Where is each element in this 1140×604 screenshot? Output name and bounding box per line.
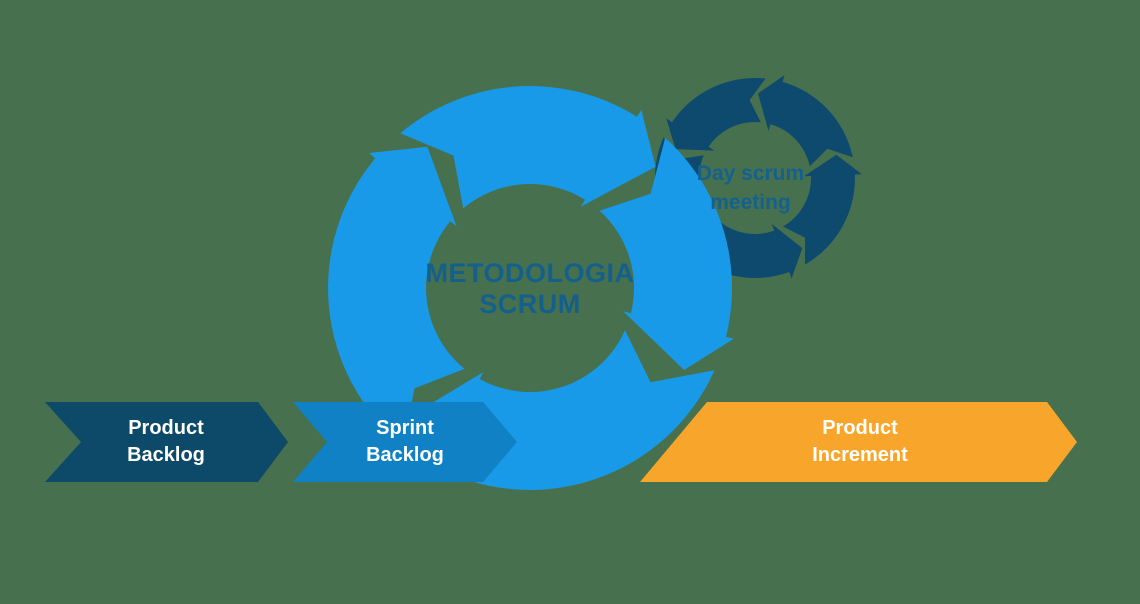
arrow-segment <box>758 75 853 167</box>
arrow-segment <box>783 154 862 265</box>
main-cycle-title: METODOLOGIA SCRUM <box>405 252 655 326</box>
text-line: Product <box>128 417 204 439</box>
main-cycle-arrows <box>328 86 734 490</box>
text-line: METODOLOGIA <box>425 258 635 288</box>
product-backlog-label: Product Backlog <box>60 402 272 482</box>
text-line: Increment <box>812 444 908 466</box>
text-line: Sprint <box>376 417 434 439</box>
text-line: meeting <box>710 191 791 214</box>
product-backlog-arrow-shape <box>45 402 288 482</box>
text-line: Backlog <box>127 444 205 466</box>
sprint-backlog-label: Sprint Backlog <box>320 402 490 482</box>
text-line: SCRUM <box>479 289 581 319</box>
text-line: Day scrum <box>696 162 805 185</box>
product-increment-label: Product Increment <box>690 402 1030 482</box>
arrow-segment <box>666 77 766 151</box>
arrow-segment <box>328 146 465 446</box>
sprint-backlog-arrow-shape <box>293 402 517 482</box>
flow-arrows <box>45 402 1077 482</box>
arrow-segment <box>599 137 734 370</box>
text-line: Product <box>822 417 898 439</box>
daily-cycle-label: Day scrum meeting <box>653 155 848 221</box>
product-increment-arrow-shape <box>640 402 1077 482</box>
arrow-segment <box>400 86 656 209</box>
text-line: Backlog <box>366 444 444 466</box>
